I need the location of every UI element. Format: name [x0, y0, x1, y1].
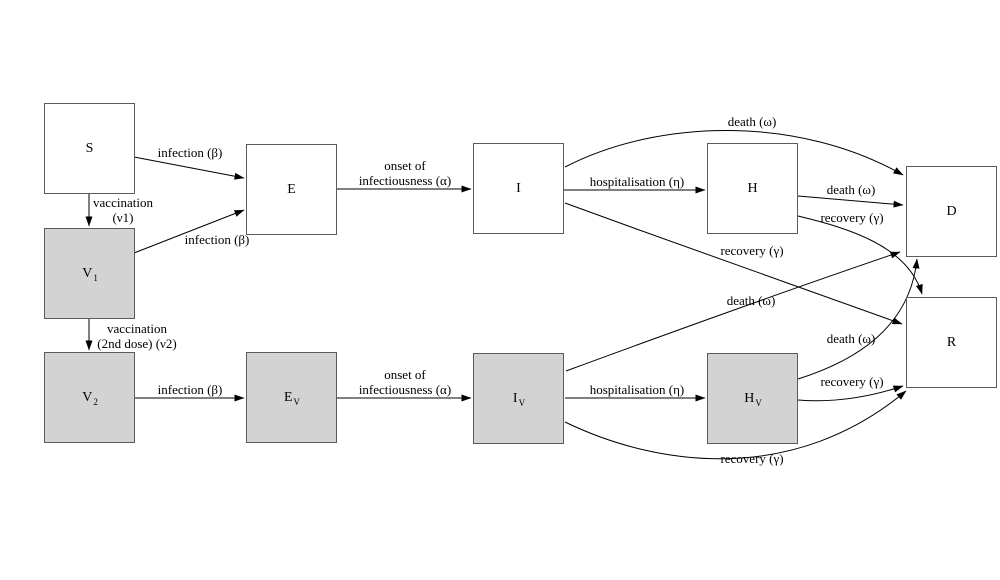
node-label-subscript: 1 — [93, 273, 98, 283]
node-label: S — [85, 140, 94, 156]
edge-label-infection-v1-e: infection (β) — [184, 232, 250, 247]
edge-i-to-r — [564, 202, 903, 325]
node-label: E — [287, 181, 296, 197]
edge-h-to-r — [797, 215, 923, 295]
edge-s-to-e — [133, 156, 245, 180]
edge-label-onset-ev-iv: onset of infectiousness (α) — [358, 367, 452, 397]
edge-label-recovery-i-r: recovery (γ) — [720, 243, 784, 258]
edge-hv-to-r — [797, 385, 904, 402]
edge-label-death-iv-d: death (ω) — [726, 293, 776, 308]
node-label-subscript: V — [518, 398, 526, 408]
edge-label-death-h-d: death (ω) — [826, 182, 876, 197]
node-susceptible: S — [44, 103, 135, 194]
edge-label-recovery-h-r: recovery (γ) — [820, 210, 884, 225]
node-label: H — [744, 390, 755, 406]
edge-label-recovery-iv-r: recovery (γ) — [720, 451, 784, 466]
edge-v1-to-e — [133, 209, 245, 254]
node-label: V — [82, 265, 93, 281]
edge-label-hospitalisation-iv-hv: hospitalisation (η) — [589, 382, 685, 397]
node-label-subscript: V — [755, 398, 762, 408]
node-label: I — [516, 180, 521, 196]
node-infectious: I — [473, 143, 564, 234]
node-label: I — [512, 390, 518, 406]
edge-hv-to-d — [797, 258, 920, 380]
node-recovered: R — [906, 297, 997, 388]
edge-label-death-i-d: death (ω) — [727, 114, 777, 129]
edge-label-hospitalisation-i-h: hospitalisation (η) — [589, 174, 685, 189]
node-label: H — [747, 180, 758, 196]
edge-iv-to-r — [564, 390, 907, 460]
node-exposed: E — [246, 144, 337, 235]
node-label-subscript: 2 — [93, 397, 98, 407]
edge-label-vaccination-1: vaccination (ν1) — [93, 195, 153, 225]
edge-i-to-d — [564, 130, 904, 176]
edge-iv-to-d — [565, 251, 901, 372]
node-label: V — [82, 389, 93, 405]
node-hospitalised: H — [707, 143, 798, 234]
node-dead: D — [906, 166, 997, 257]
edge-label-infection-s-e: infection (β) — [157, 145, 223, 160]
node-label: D — [946, 203, 957, 219]
edge-label-death-hv-d: death (ω) — [826, 331, 876, 346]
edge-label-onset-e-i: onset of infectiousness (α) — [358, 158, 452, 188]
edge-h-to-d — [797, 195, 904, 208]
node-label: R — [946, 334, 957, 350]
edge-label-vaccination-2: vaccination (2nd dose) (ν2) — [97, 321, 177, 351]
node-label-subscript: V — [293, 397, 301, 407]
edge-label-infection-v2-ev: infection (β) — [157, 382, 223, 397]
node-label: E — [283, 389, 293, 405]
edge-label-recovery-hv-r: recovery (γ) — [820, 374, 884, 389]
